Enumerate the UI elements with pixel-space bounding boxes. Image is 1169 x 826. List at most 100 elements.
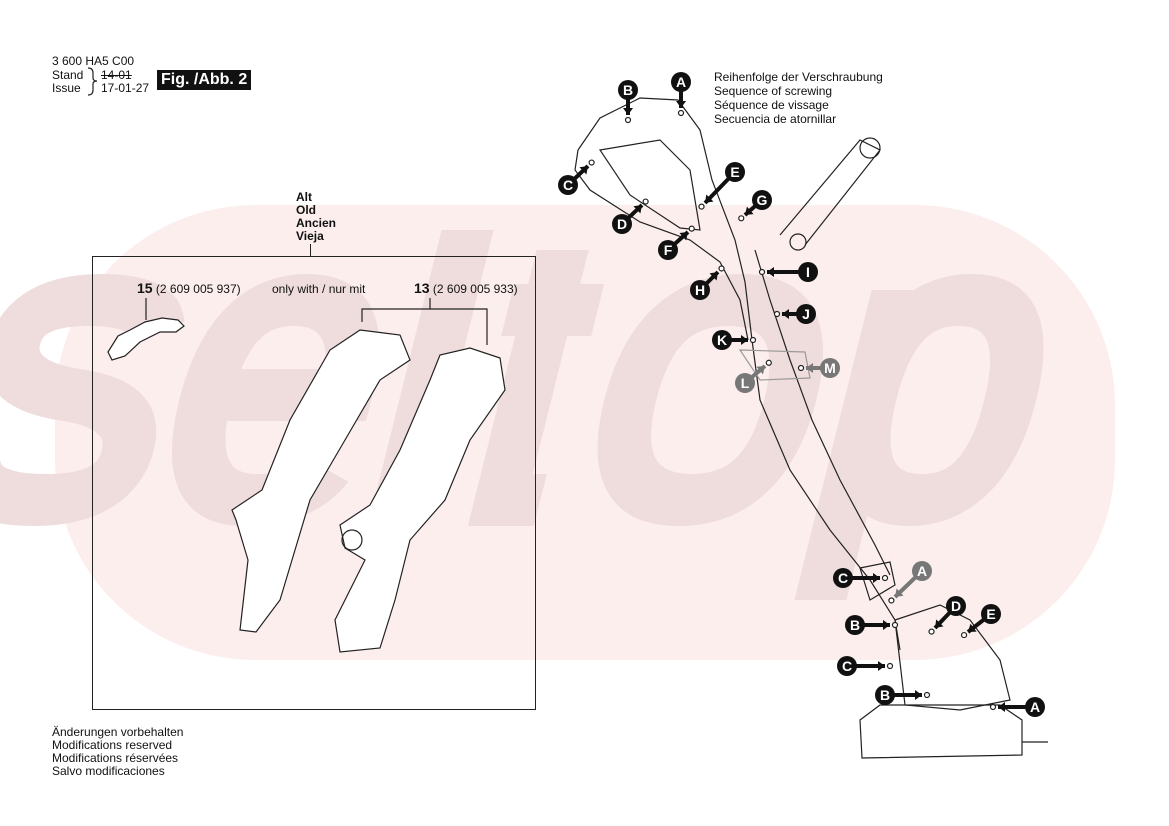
part-15-number: 15 — [137, 280, 153, 296]
callout-letter: B — [880, 687, 890, 703]
screw-hole-icon — [688, 225, 695, 232]
callout-circle — [612, 214, 632, 234]
callout-circle — [735, 373, 755, 393]
callout-circle — [712, 330, 732, 350]
callout-C: C — [833, 568, 889, 588]
callout-circle — [752, 190, 772, 210]
arrowhead-icon — [782, 309, 789, 319]
callout-letter: E — [986, 606, 995, 622]
arrowhead-icon — [915, 690, 922, 700]
arrowhead-icon — [676, 101, 686, 108]
screw-hole-icon — [698, 203, 705, 210]
callout-letter: A — [676, 74, 686, 90]
arrowhead-icon — [873, 573, 880, 583]
callout-circle — [1025, 697, 1045, 717]
callout-circle — [875, 685, 895, 705]
callout-A: A — [671, 72, 691, 117]
old-handle-half-left — [231, 329, 411, 633]
screw-hole-icon — [960, 631, 968, 639]
part-13-bracket — [361, 298, 488, 345]
screw-hole-icon — [642, 198, 649, 205]
callout-D: D — [612, 198, 649, 234]
screw-hole-icon — [738, 215, 745, 222]
footer-es: Salvo modificaciones — [52, 764, 165, 778]
part-15-code: (2 609 005 937) — [155, 282, 241, 296]
callout-letter: F — [664, 242, 673, 258]
screw-hole-icon — [886, 662, 894, 670]
callout-I: I — [758, 262, 818, 282]
callout-circle — [837, 656, 857, 676]
screw-hole-icon — [881, 574, 889, 582]
issue-date: 17-01-27 — [101, 81, 150, 95]
arrowhead-icon — [633, 205, 642, 214]
callout-A: A — [989, 697, 1045, 717]
callout-circle — [981, 604, 1001, 624]
callout-F: F — [658, 225, 695, 260]
part-15-label: 15 (2 609 005 937) — [137, 280, 241, 296]
only-with-note: only with / nur mit — [272, 282, 366, 296]
old-parts-box — [92, 256, 536, 710]
callout-letter: D — [951, 598, 961, 614]
part-13-code: (2 609 005 933) — [432, 282, 518, 296]
sequence-title-de: Reihenfolge der Verschraubung — [714, 70, 883, 84]
callout-A: A — [888, 561, 932, 604]
callout-E: E — [960, 604, 1001, 639]
part-15-drawing — [107, 298, 185, 361]
callout-letter: C — [563, 177, 573, 193]
arrowhead-icon — [745, 206, 754, 215]
callout-letter: A — [917, 563, 927, 579]
watermark-letter-o — [597, 273, 823, 527]
callout-letter: A — [1030, 699, 1040, 715]
callout-circle — [796, 304, 816, 324]
figure-label: Fig. /Abb. 2 — [157, 70, 252, 90]
trimmer-drawing — [574, 97, 1048, 759]
screw-hole-icon — [718, 265, 725, 272]
callout-letter: C — [842, 658, 852, 674]
ancien-label: Ancien — [296, 216, 337, 230]
footer-en: Modifications reserved — [52, 738, 173, 752]
callout-circle — [618, 80, 638, 100]
screw-hole-icon — [588, 159, 595, 166]
screw-hole-icon — [624, 116, 632, 124]
callout-circle — [833, 568, 853, 588]
screw-hole-icon — [773, 310, 781, 318]
callout-letter: I — [806, 264, 810, 280]
callout-L: L — [735, 359, 772, 393]
arrowhead-icon — [767, 267, 774, 277]
screw-hole-icon — [928, 628, 935, 635]
callout-circle — [912, 561, 932, 581]
screw-hole-icon — [758, 268, 766, 276]
sequence-title-es: Secuencia de atornillar — [714, 112, 837, 126]
callout-C: C — [837, 656, 894, 676]
stand-label: Stand — [52, 68, 84, 82]
arrowhead-icon — [709, 272, 718, 281]
screw-hole-icon — [923, 691, 931, 699]
footer-fr: Modifications réservées — [52, 751, 179, 765]
callout-G: G — [738, 190, 772, 222]
arrowhead-icon — [756, 366, 765, 375]
callout-circle — [845, 615, 865, 635]
watermark-letter-p — [794, 273, 1044, 600]
callout-circle — [558, 175, 578, 195]
watermark-letter-s — [0, 273, 185, 527]
callout-letter: L — [741, 375, 750, 391]
leader-line — [310, 244, 311, 256]
part-13-number: 13 — [414, 280, 430, 296]
arrowhead-icon — [883, 620, 890, 630]
old-date: 14-01 — [101, 68, 132, 82]
arrowhead-icon — [806, 363, 813, 373]
callout-letter: C — [838, 570, 848, 586]
callout-letter: D — [617, 216, 627, 232]
callout-circle — [725, 162, 745, 182]
arrowhead-icon — [623, 108, 633, 115]
sequence-title-en: Sequence of screwing — [714, 84, 833, 98]
callout-E: E — [698, 162, 745, 210]
callout-D: D — [928, 596, 966, 635]
arrowhead-icon — [741, 335, 748, 345]
callout-K: K — [712, 330, 757, 350]
footer-de: Änderungen vorbehalten — [52, 725, 184, 739]
callout-B: B — [845, 615, 899, 635]
callout-M: M — [797, 358, 840, 378]
callout-circle — [798, 262, 818, 282]
